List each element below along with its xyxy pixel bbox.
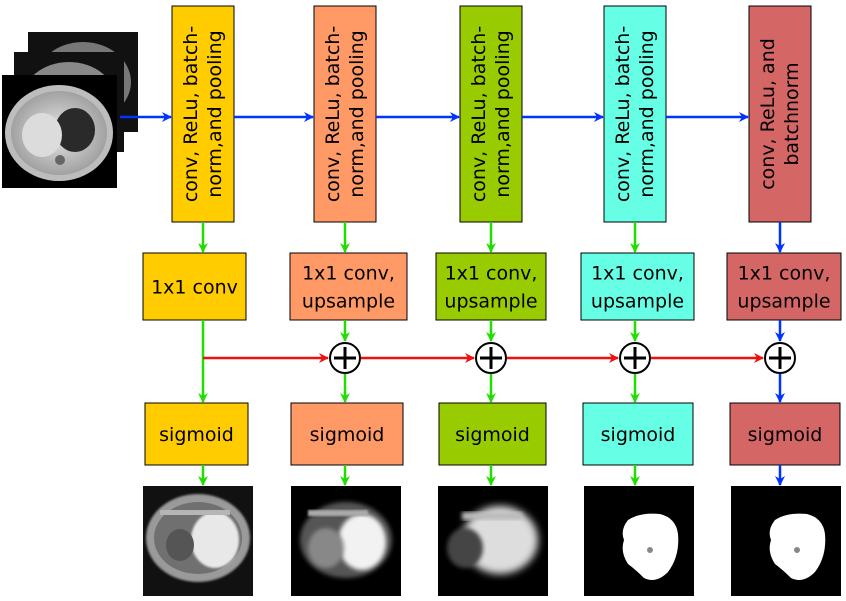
encoder-block-label: norm,and pooling [636,30,658,197]
fusion-nodes [329,342,796,374]
sigmoid-label: sigmoid [159,424,234,446]
svg-text:1x1 conv: 1x1 conv [151,277,238,299]
encoder-block-label: conv, ReLu, batch- [612,26,634,202]
encoder-block-3: conv, ReLu, batch-norm,and pooling [459,5,523,223]
side-block-1: 1x1 conv [142,252,247,321]
svg-text:conv, ReLu, batch-norm,and poo: conv, ReLu, batch-norm,and pooling [612,26,658,202]
svg-text:conv, ReLu, batch-norm,and poo: conv, ReLu, batch-norm,and pooling [322,26,368,202]
output-map-4 [584,486,694,596]
encoder-block-label: conv, ReLu, batch- [180,26,202,202]
encoder-block-label: norm,and pooling [492,30,514,197]
output-map-1 [143,486,253,596]
encoder-block-label: conv, ReLu, batch- [322,26,344,202]
sigmoid-label: sigmoid [601,424,676,446]
svg-text:1x1 conv,upsample: 1x1 conv, upsample [302,263,395,313]
side-block-label: upsample [737,291,830,313]
output-map-3 [438,486,548,596]
sigmoid-label: sigmoid [455,424,530,446]
encoder-block-label: conv, ReLu, batch- [468,26,490,202]
side-block-label: upsample [302,291,395,313]
encoder-block-label: batchnorm [781,62,803,165]
fusion-plus-icon-3 [619,342,651,374]
fusion-plus-icon-1 [329,342,361,374]
output-maps [143,486,841,596]
sigmoid-block-1: sigmoid [144,402,249,466]
side-block-label: 1x1 conv [151,277,238,299]
side-block-5: 1x1 conv, upsample [726,252,842,321]
side-block-3: 1x1 conv, upsample [435,252,547,321]
side-block-label: 1x1 conv, [445,263,538,285]
encoder-block-label: norm,and pooling [346,30,368,197]
side-output-blocks: 1x1 conv 1x1 conv, upsample 1x1 conv, upsamp… [142,252,842,321]
sigmoid-label: sigmoid [310,424,385,446]
sigmoid-label: sigmoid [748,424,823,446]
svg-text:1x1 conv,upsample: 1x1 conv, upsample [737,263,830,313]
side-block-label: upsample [591,291,684,313]
arrows [120,112,785,486]
encoder-block-label: conv, ReLu, and [757,38,779,190]
encoder-block-label: norm,and pooling [204,30,226,197]
side-block-label: 1x1 conv, [591,263,684,285]
encoder-block-1: conv, ReLu, batch-norm,and pooling [171,5,235,223]
sigmoid-block-2: sigmoid [290,402,404,466]
fusion-plus-icon-2 [475,342,507,374]
output-map-5 [731,486,841,596]
side-block-label: 1x1 conv, [738,263,831,285]
input-ct-stack-icon [2,32,138,188]
sigmoid-block-5: sigmoid [729,402,841,466]
svg-text:conv, ReLu, batch-norm,and poo: conv, ReLu, batch-norm,and pooling [468,26,514,202]
fusion-plus-icon-4 [764,342,796,374]
svg-text:1x1 conv,upsample: 1x1 conv, upsample [444,263,537,313]
svg-text:1x1 conv,upsample: 1x1 conv, upsample [591,263,684,313]
side-block-label: upsample [444,291,537,313]
sigmoid-block-4: sigmoid [582,402,694,466]
sigmoid-block-3: sigmoid [438,402,547,466]
side-block-label: 1x1 conv, [302,263,395,285]
side-block-2: 1x1 conv, upsample [289,252,408,321]
output-map-2 [291,486,401,596]
svg-text:conv, ReLu, batch-norm,and poo: conv, ReLu, batch-norm,and pooling [180,26,226,202]
encoder-block-2: conv, ReLu, batch-norm,and pooling [313,5,377,223]
sigmoid-blocks: sigmoid sigmoid sigmoid sigmoid sigmoid [144,402,841,466]
encoder-block-4: conv, ReLu, batch-norm,and pooling [603,5,667,223]
side-block-4: 1x1 conv, upsample [580,252,695,321]
